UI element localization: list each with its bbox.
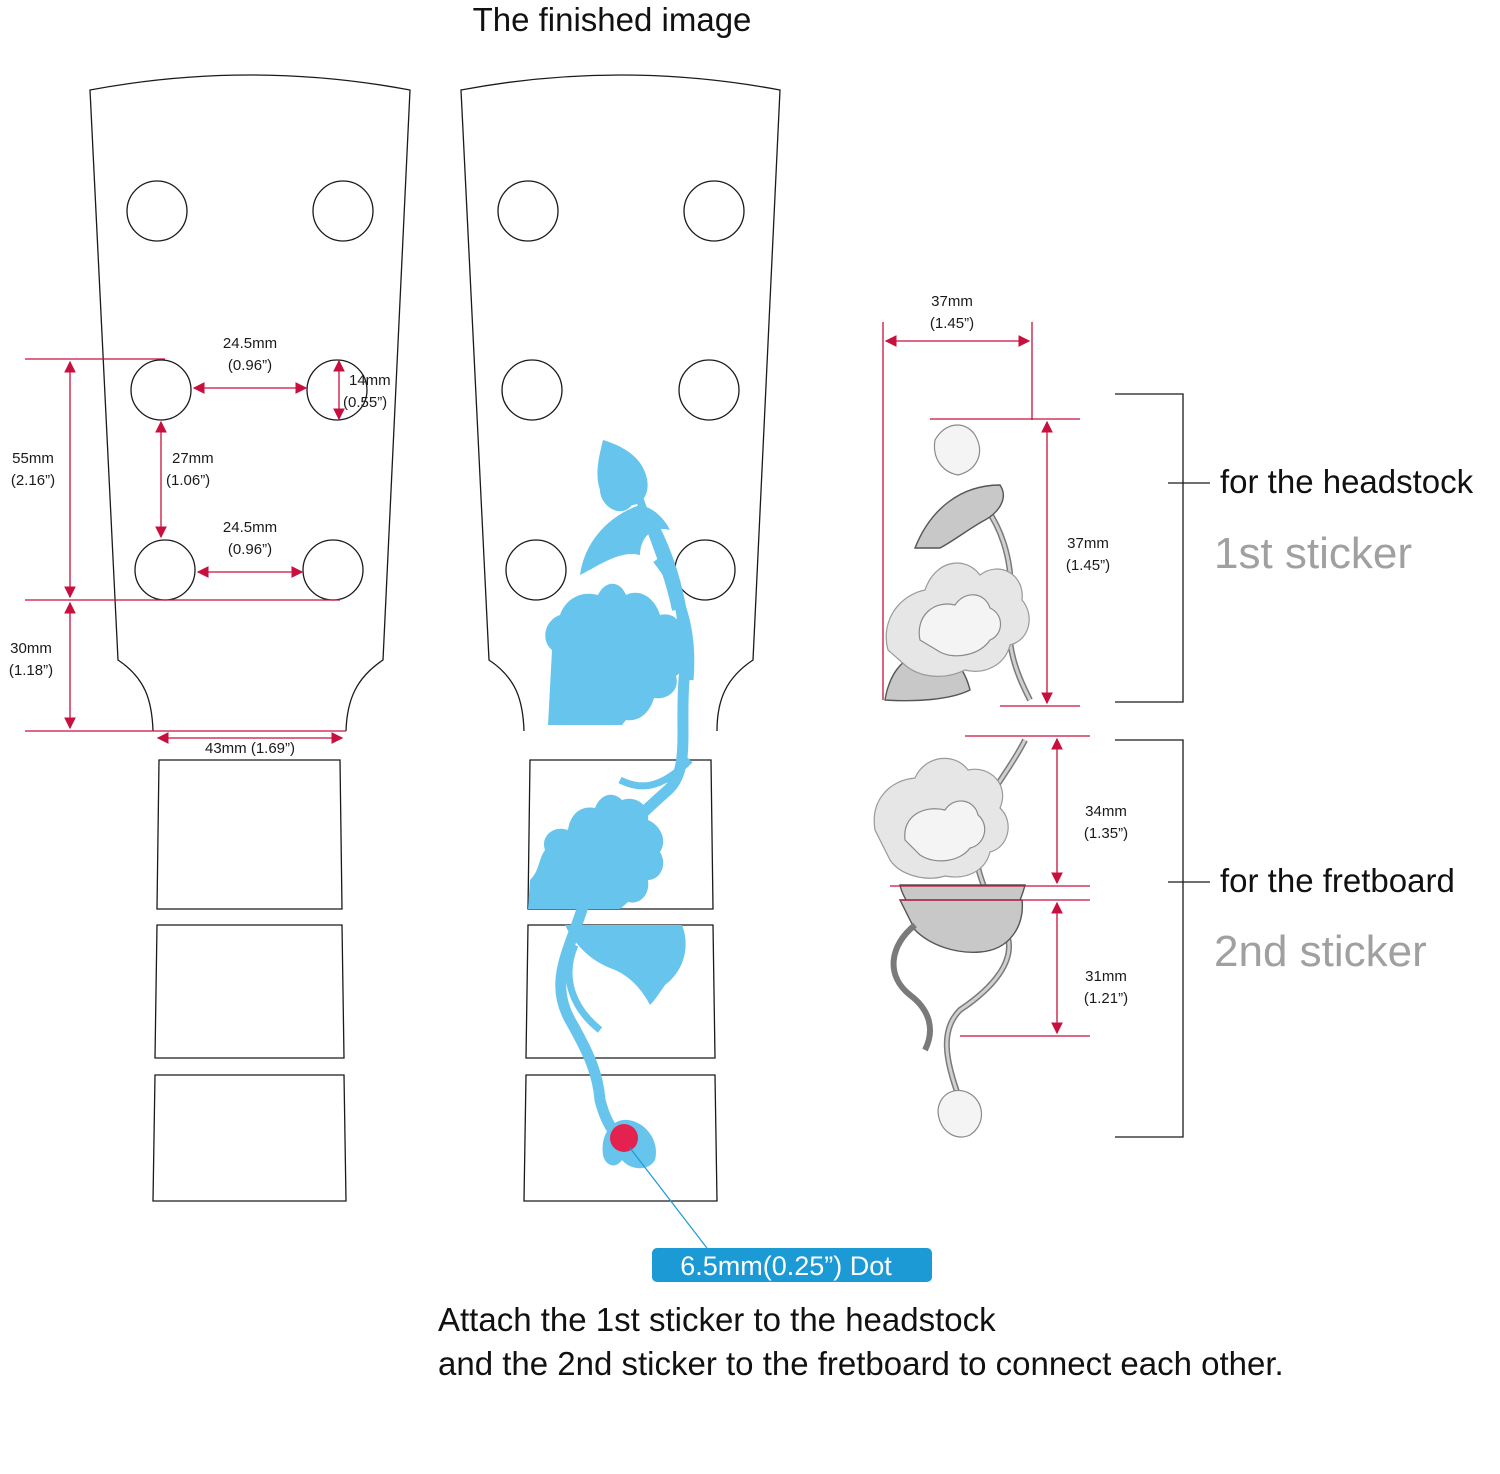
dim-label: (0.96”): [228, 541, 272, 558]
page-title: The finished image: [473, 1, 752, 38]
instruction-line-2: and the 2nd sticker to the fretboard to …: [438, 1345, 1284, 1382]
dim-label: (1.18”): [9, 662, 53, 679]
dim-label: 27mm: [172, 450, 214, 467]
fret-segment: [156, 759, 343, 910]
fretboard-label: for the fretboard: [1220, 862, 1455, 899]
sticker-panel: 37mm (1.45”) 37mm (1.45”) for the headst…: [873, 293, 1474, 1138]
fret-segment: [527, 759, 714, 910]
dimensioned-headstock: 24.5mm (0.96”) 14mm (0.55”) 27mm (1.06”)…: [9, 74, 411, 1202]
dim-label: 55mm: [12, 450, 54, 467]
dim-label: (1.06”): [166, 472, 210, 489]
tuner-hole: [674, 539, 736, 601]
dim-label: 43mm (1.69”): [205, 740, 295, 757]
tuner-hole: [130, 359, 192, 421]
dim-label: (0.96”): [228, 357, 272, 374]
finished-headstock: [460, 74, 781, 1253]
dim-label: 31mm: [1085, 968, 1127, 985]
sticker-1-label: 1st sticker: [1214, 529, 1412, 578]
dim-label: (0.55”): [343, 394, 387, 411]
dim-label: (1.35”): [1084, 825, 1128, 842]
dot-leader-line: [629, 1147, 711, 1253]
tuner-hole: [497, 180, 559, 242]
tuner-hole: [312, 180, 374, 242]
sticker-1-art: [884, 424, 1033, 702]
tuner-hole: [302, 539, 364, 601]
fret-segment: [523, 1074, 718, 1202]
sticker-2-label: 2nd sticker: [1214, 927, 1427, 976]
tuner-hole: [501, 359, 563, 421]
dim-label: (2.16”): [11, 472, 55, 489]
dim-label: 30mm: [10, 640, 52, 657]
headstock-outline: [89, 74, 411, 732]
fret-segment: [152, 1074, 347, 1202]
alignment-dot: [610, 1124, 638, 1152]
dot-badge-label: 6.5mm(0.25”) Dot: [680, 1251, 892, 1281]
dim-label: (1.45”): [930, 315, 974, 332]
tuner-hole: [678, 359, 740, 421]
bracket: [1115, 739, 1184, 1138]
dim-label: 24.5mm: [223, 519, 277, 536]
dim-label: (1.45”): [1066, 557, 1110, 574]
headstock-label: for the headstock: [1220, 463, 1474, 500]
tuner-hole: [683, 180, 745, 242]
dim-label: 37mm: [1067, 535, 1109, 552]
dot-badge: 6.5mm(0.25”) Dot: [652, 1248, 932, 1282]
bracket: [1115, 393, 1184, 703]
dim-label: 37mm: [931, 293, 973, 310]
dim-label: 24.5mm: [223, 335, 277, 352]
tuner-hole: [306, 359, 368, 421]
tuner-hole: [134, 539, 196, 601]
tuner-hole: [126, 180, 188, 242]
instruction-line-1: Attach the 1st sticker to the headstock: [438, 1301, 996, 1338]
sticker-2-art: [873, 738, 1028, 1138]
dim-label: 14mm: [349, 372, 391, 389]
lotus-silhouette: [528, 440, 695, 1169]
tuner-hole: [505, 539, 567, 601]
dim-label: (1.21”): [1084, 990, 1128, 1007]
dim-label: 34mm: [1085, 803, 1127, 820]
fret-segment: [154, 924, 345, 1059]
headstock-outline: [460, 74, 781, 732]
